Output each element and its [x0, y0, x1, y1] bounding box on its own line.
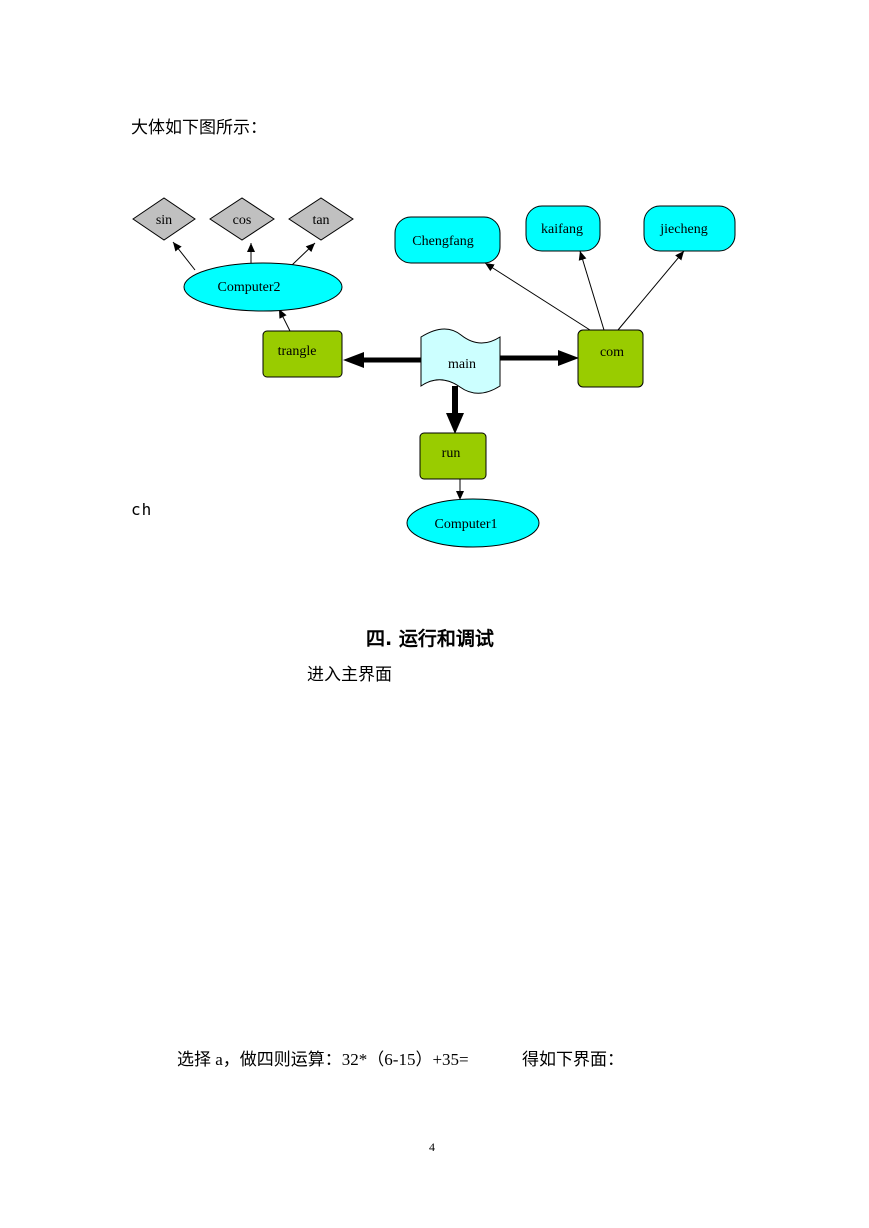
- thick-arrow-main-trangle: [343, 352, 421, 368]
- node-chengfang: Chengfang: [394, 216, 501, 264]
- section-heading: 四. 运行和调试: [366, 628, 494, 650]
- stray-text: ch: [131, 500, 153, 519]
- node-run: run: [419, 432, 487, 480]
- node-trangle-label: trangle: [278, 344, 317, 359]
- edge-com-kaifang: [578, 250, 605, 331]
- edge-computer2-sin: [172, 241, 196, 271]
- node-cos: cos: [209, 197, 275, 241]
- node-sin: sin: [132, 197, 196, 241]
- node-chengfang-label: Chengfang: [412, 234, 473, 249]
- edge-com-jiecheng: [617, 250, 685, 331]
- node-jiecheng-label: jiecheng: [659, 222, 707, 237]
- edge-com-chengfang: [484, 262, 591, 331]
- node-main: main: [420, 328, 501, 394]
- node-com-label: com: [600, 345, 624, 360]
- node-main-label: main: [448, 357, 476, 372]
- node-kaifang: kaifang: [525, 205, 601, 252]
- node-cos-label: cos: [233, 213, 252, 228]
- thick-arrow-main-run: [446, 386, 464, 434]
- node-run-label: run: [442, 446, 461, 461]
- node-trangle: trangle: [262, 330, 343, 378]
- node-sin-label: sin: [156, 213, 172, 228]
- node-computer2: Computer2: [183, 262, 343, 312]
- select-operation-text: 选择 a，做四则运算：32*（6-15）+35=: [177, 1050, 469, 1069]
- result-caption-text: 得如下界面：: [522, 1050, 624, 1069]
- page-number: 4: [429, 1140, 435, 1154]
- node-com: com: [577, 329, 644, 388]
- thick-arrow-main-com: [500, 350, 579, 366]
- node-jiecheng: jiecheng: [643, 205, 736, 252]
- edge-computer2-tan: [291, 242, 316, 266]
- enter-main-text: 进入主界面: [307, 665, 392, 684]
- node-tan: tan: [288, 197, 354, 241]
- edge-trangle-computer2: [278, 308, 291, 332]
- node-computer1: Computer1: [406, 498, 540, 548]
- node-kaifang-label: kaifang: [541, 222, 583, 237]
- intro-text: 大体如下图所示：: [131, 118, 267, 137]
- node-computer2-label: Computer2: [218, 280, 281, 295]
- node-computer1-label: Computer1: [435, 517, 498, 532]
- node-tan-label: tan: [312, 213, 329, 228]
- module-diagram: sin cos tan Computer2 trangle main com r…: [132, 197, 736, 548]
